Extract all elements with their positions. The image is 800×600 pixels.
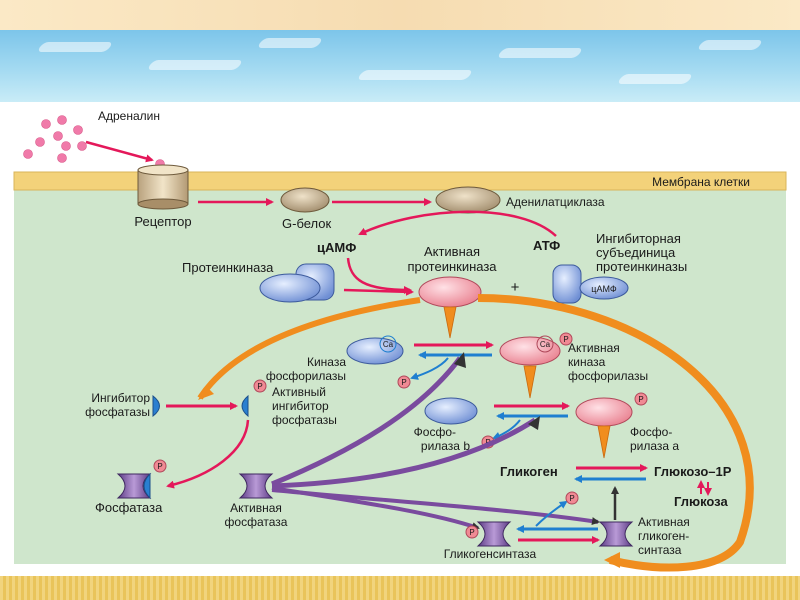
active-glycogen-synthase-icon — [598, 521, 634, 547]
phosphatase-inhibitor-icon — [152, 394, 160, 418]
phosphatase-icon — [116, 472, 152, 500]
active-inhibitor-label-2: ингибитор — [272, 399, 329, 413]
orange-arrow-to-gs — [477, 294, 754, 572]
phosphorylase-a-label-1: Фосфо- — [630, 425, 672, 439]
camp-label: цАМФ — [317, 240, 356, 255]
svg-text:P: P — [401, 378, 406, 387]
active-phk-ca-icon — [536, 335, 554, 353]
cell-membrane — [13, 171, 787, 191]
svg-text:P: P — [469, 528, 474, 537]
glycogen-synthase-label: Гликогенсинтаза — [444, 547, 537, 561]
atp-label: АТФ — [533, 238, 560, 253]
phosphate-icon — [397, 375, 411, 389]
active-inhibitor-label-1: Активный — [272, 385, 326, 399]
slide-bottom-band — [0, 576, 800, 600]
phosphorylase-a-label-2: рилаза a — [630, 439, 679, 453]
svg-text:P: P — [569, 494, 574, 503]
membrane-label: Мембрана клетки — [652, 175, 750, 189]
cell-interior — [14, 172, 786, 564]
active-gs-label-3: синтаза — [638, 543, 682, 557]
phosphate-icon — [559, 332, 573, 346]
g-protein-label: G-белок — [282, 216, 332, 231]
active-inhibitor-icon — [241, 394, 249, 418]
receptor-icon — [137, 164, 189, 210]
svg-text:Ca: Ca — [540, 340, 551, 349]
phk-icon — [346, 337, 404, 365]
active-phk-pointer — [523, 365, 537, 399]
inhibitory-subunit-label-3: протеинкиназы — [596, 259, 687, 274]
phosphate-icon — [465, 525, 479, 539]
protein-kinase-icon — [259, 263, 335, 303]
phosphatase-inhibitor-label-2: фосфатазы — [85, 405, 150, 419]
purple-arrow-to-phosphorylase — [271, 417, 537, 489]
glycogen-synthase-icon — [476, 521, 512, 547]
glycogen-regulation-diagram: Мембрана клетки Адреналин Рецептор G-бел… — [13, 109, 787, 572]
phosphate-icon — [253, 379, 267, 393]
active-phk-label-1: Активная — [568, 341, 620, 355]
phosphatase-label: Фосфатаза — [95, 500, 163, 515]
adenylate-cyclase-label: Аденилатциклаза — [506, 195, 605, 209]
arrow-phk-p-release — [410, 357, 449, 380]
phosphate-icon — [565, 491, 579, 505]
plus-sign: + — [511, 279, 520, 296]
active-pk-label-2: протеинкиназа — [407, 259, 497, 274]
active-gs-label-2: гликоген- — [638, 529, 689, 543]
arrow-inhibitor-to-phosphatase — [166, 419, 250, 489]
purple-arrow-to-phk — [271, 356, 463, 487]
phosphatase-inhibitor-label-1: Ингибитор — [91, 391, 150, 405]
phk-label-2: фосфорилазы — [266, 369, 346, 383]
phosphate-icon — [153, 459, 167, 473]
phk-label-1: Киназа — [307, 355, 346, 369]
active-pk-icon — [418, 276, 482, 308]
arrow-atp-camp — [358, 210, 557, 237]
active-phk-label-2: киназа — [568, 355, 606, 369]
purple-arrow-to-active-gs — [271, 488, 600, 526]
svg-text:P: P — [638, 395, 643, 404]
active-phosphatase-label-1: Активная — [230, 501, 282, 515]
active-inhibitor-label-3: фосфатазы — [272, 413, 337, 427]
adrenaline-label: Адреналин — [98, 109, 160, 123]
camp-small-label: цАМФ — [591, 284, 617, 294]
g-protein-icon — [280, 187, 330, 213]
active-pk-pointer — [443, 306, 457, 339]
glycogen-label: Гликоген — [500, 464, 558, 479]
adrenaline-arrow — [85, 140, 154, 163]
receptor-label: Рецептор — [134, 214, 191, 229]
phk-ca-icon — [379, 335, 397, 353]
active-phosphatase-label-2: фосфатаза — [225, 515, 288, 529]
svg-text:P: P — [257, 382, 262, 391]
slide-banner — [0, 30, 800, 102]
glucose-label: Глюкоза — [674, 494, 728, 509]
arrow-pk-active — [343, 287, 414, 296]
inhibitory-subunit-label-1: Ингибиторная — [596, 231, 681, 246]
phosphorylase-b-label-1: Фосфо- — [414, 425, 456, 439]
slide-top-band — [0, 0, 800, 30]
active-gs-label-1: Активная — [638, 515, 690, 529]
phosphate-icon — [634, 392, 648, 406]
inhibitory-subunit-label-2: субъединица — [596, 245, 676, 260]
active-phk-icon — [499, 336, 561, 366]
glucose-1p-label: Глюкозо–1Р — [654, 464, 732, 479]
active-phk-label-3: фосфорилазы — [568, 369, 648, 383]
inhibitory-subunit-icon — [552, 264, 629, 304]
orange-arrow-to-inhibitor — [197, 297, 421, 400]
adenylate-cyclase-icon — [435, 186, 501, 214]
adrenaline-molecules — [23, 115, 165, 169]
protein-kinase-label: Протеинкиназа — [182, 260, 274, 275]
arrow-camp-pk — [346, 257, 412, 294]
phk-ca-label: Ca — [383, 340, 394, 349]
active-pk-label-1: Активная — [424, 244, 480, 259]
phosphorylase-b-icon — [424, 397, 478, 425]
svg-text:P: P — [157, 462, 162, 471]
phosphorylase-a-pointer — [597, 425, 611, 459]
phosphorylase-a-icon — [575, 397, 633, 427]
svg-text:P: P — [563, 335, 568, 344]
phosphorylase-b-label-2: рилаза b — [421, 439, 470, 453]
active-phosphatase-icon — [238, 473, 274, 499]
